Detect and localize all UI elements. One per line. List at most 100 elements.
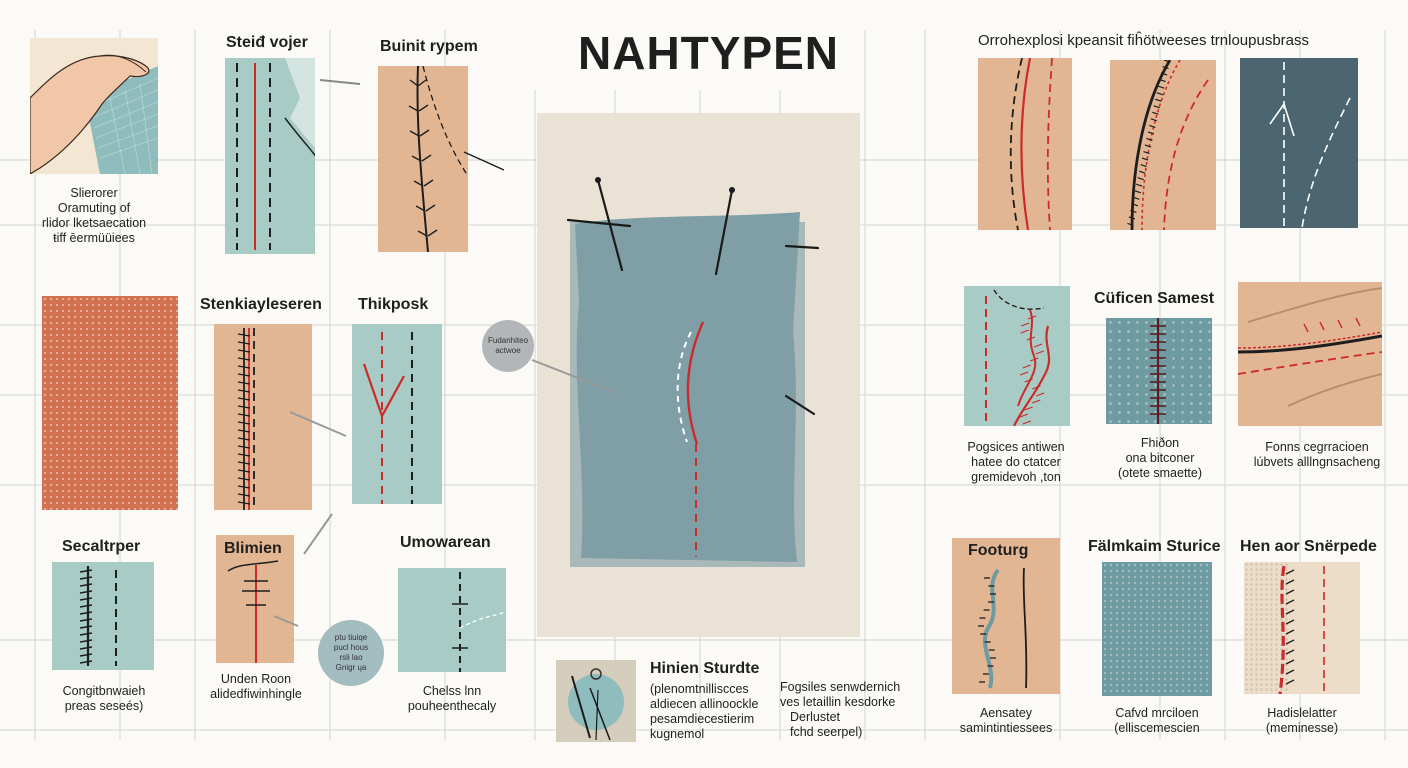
stitch-mark: [237, 373, 251, 377]
stitch-mark: [1153, 105, 1160, 109]
stitch-mark: [1035, 350, 1044, 355]
stitch-mark: [237, 405, 251, 409]
stitch-mark: [1162, 65, 1169, 70]
stitch-mark: [1140, 164, 1147, 168]
stitch-mark: [1285, 669, 1295, 675]
stitch-mark: [1163, 60, 1171, 63]
pointer-line: [289, 411, 347, 437]
stitch-mark: [237, 357, 251, 361]
stitch-mark: [79, 646, 93, 650]
whip-stitch-panel: [52, 562, 154, 670]
stitch-mark: [1150, 118, 1158, 122]
panel-7-label: Umowarean: [400, 534, 491, 551]
stitch-mark: [237, 421, 251, 425]
stitch-mark: [1285, 579, 1295, 585]
pointer-line: [319, 79, 361, 85]
stitch-mark: [79, 660, 93, 664]
stitch-mark: [1285, 599, 1295, 605]
stitch-mark: [1149, 124, 1156, 128]
stitch-mark: [1024, 378, 1033, 383]
diagonal-seam-panel: [1238, 282, 1382, 426]
stitch-mark: [1156, 92, 1163, 96]
center-fabric-swatch: [575, 212, 800, 562]
stitch-mark: [237, 341, 251, 345]
dotted-fabric-panel: [1102, 562, 1212, 696]
stitch-mark: [79, 625, 93, 629]
stitch-mark: [1130, 209, 1137, 213]
feather-stitch-panel: [378, 66, 468, 252]
stitch-mark: [1285, 679, 1295, 685]
stitch-mark: [1032, 385, 1041, 390]
stitch-mark: [237, 437, 251, 441]
stitch-mark: [1128, 216, 1136, 220]
stitch-mark: [1285, 619, 1295, 625]
stitch-mark: [1147, 131, 1155, 135]
blind-stitch-panel: [216, 535, 294, 663]
stitch-mark: [1027, 315, 1037, 320]
stitch-mark: [1152, 111, 1159, 115]
stitch-mark: [237, 389, 251, 393]
stitch-mark: [1127, 222, 1134, 227]
overlock-seam-panel: [214, 324, 312, 510]
center-bottom-label: Hinien Sturdte: [650, 660, 760, 677]
hem-seam-panel: [1244, 562, 1360, 694]
stitch-mark: [1131, 203, 1139, 207]
stitch-mark: [1285, 649, 1295, 655]
panel-6-label: Blimien: [224, 540, 282, 557]
teal-seam-panel: [1106, 318, 1212, 424]
stitch-mark: [1019, 413, 1029, 418]
stitch-mark: [1136, 183, 1143, 187]
stitch-mark: [79, 611, 93, 615]
stitch-mark: [79, 632, 93, 636]
stitch-mark: [79, 653, 93, 657]
stitch-mark: [237, 501, 251, 505]
stitch-mark: [237, 493, 251, 497]
bot-label-1: Footurg: [968, 542, 1029, 559]
stitch-mark: [237, 485, 251, 489]
stitch-mark: [237, 381, 251, 385]
stitch-mark: [1022, 364, 1031, 369]
stitch-mark: [1143, 150, 1150, 155]
stitch-mark: [1020, 329, 1029, 334]
stitch-mark: [1141, 157, 1149, 161]
panel-1-label: Steiđ vojer: [226, 34, 308, 51]
stitch-mark: [1285, 629, 1295, 635]
needle-thread-panel: [556, 660, 636, 742]
page-title: NAHTYPEN: [578, 27, 840, 79]
stitch-mark: [1285, 609, 1295, 615]
stitch-mark: [1285, 659, 1295, 665]
stitch-mark: [79, 618, 93, 622]
stitch-mark: [1021, 322, 1030, 327]
stitch-mark: [1033, 343, 1043, 348]
stitch-mark: [79, 604, 93, 608]
stitch-mark: [237, 429, 251, 433]
top-right-heading: Orrohexplosi kpeansit fiĥötweeses trnlou…: [978, 32, 1310, 49]
stitch-mark: [237, 445, 251, 449]
straight-seam-panel: [225, 58, 315, 254]
stitch-mark: [237, 333, 251, 337]
bot-caption-2: Cafvd mrciloen(elliscemescien: [1114, 706, 1200, 735]
dart-seam-panel: [352, 324, 442, 504]
stitch-mark: [1024, 406, 1033, 411]
stitch-mark: [79, 576, 93, 580]
stitch-mark: [237, 461, 251, 465]
hand-illustration: [30, 38, 158, 174]
stitch-mark: [237, 349, 251, 353]
stitch-mark: [1157, 85, 1165, 89]
panel-5-label: Secaltrper: [62, 538, 141, 555]
stitch-mark: [1159, 79, 1166, 83]
zigzag-seam-panel: [964, 286, 1070, 426]
curved-seam-panel: [978, 58, 1072, 230]
stitch-mark: [237, 397, 251, 401]
terracotta-fabric-swatch: [42, 296, 178, 510]
stitch-mark: [79, 569, 93, 573]
